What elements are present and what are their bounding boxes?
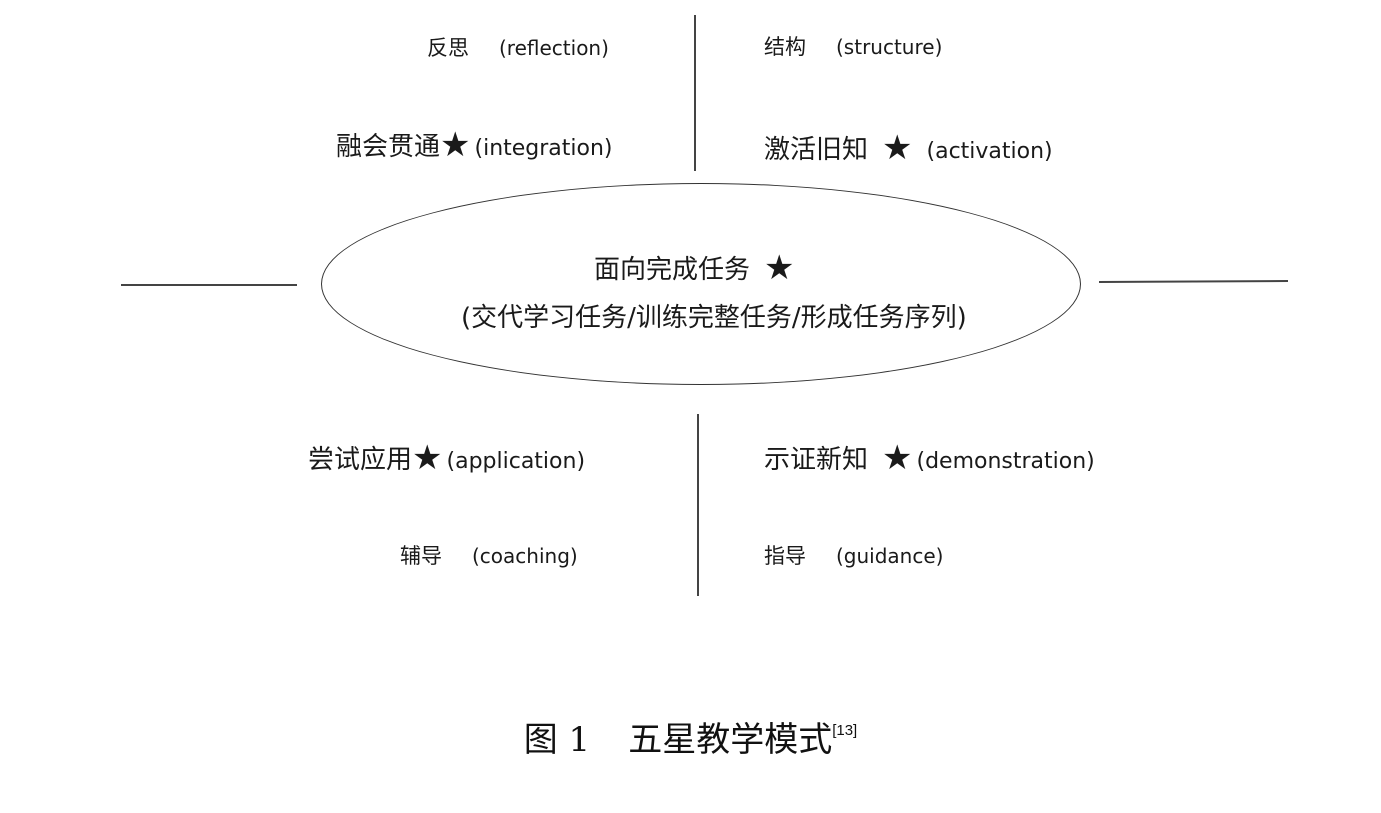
guidance-zh: 指导	[764, 544, 806, 568]
center-ellipse	[321, 183, 1081, 385]
demonstration-zh: 示证新知	[764, 445, 869, 475]
reflection-label: 反思 (reflection)	[427, 38, 609, 59]
activation-zh: 激活旧知	[764, 135, 869, 165]
application-label: 尝试应用★(application)	[308, 440, 586, 475]
center-star-icon: ★	[764, 248, 795, 288]
activation-en: (activation)	[926, 139, 1053, 164]
figure-citation: [13]	[832, 721, 858, 739]
left-horizontal-axis	[121, 284, 297, 286]
demonstration-star-icon: ★	[882, 438, 913, 478]
coaching-zh: 辅导	[400, 544, 442, 568]
reflection-zh: 反思	[427, 36, 469, 60]
structure-en: (structure)	[836, 35, 943, 59]
center-title: 面向完成任务	[594, 255, 751, 285]
structure-label: 结构 (structure)	[764, 37, 942, 58]
reflection-en: (reflection)	[499, 36, 609, 60]
right-horizontal-axis	[1098, 280, 1289, 283]
center-title-row: 面向完成任务 ★	[594, 250, 795, 285]
application-en: (application)	[446, 449, 586, 474]
figure-title: 五星教学模式	[628, 720, 833, 760]
bottom-vertical-axis	[697, 414, 699, 596]
integration-star-icon: ★	[440, 125, 471, 165]
demonstration-en: (demonstration)	[916, 449, 1095, 474]
figure-number: 图 1	[523, 720, 591, 760]
guidance-en: (guidance)	[836, 544, 944, 568]
activation-label: 激活旧知 ★ (activation)	[764, 130, 1053, 165]
integration-label: 融会贯通★(integration)	[336, 127, 613, 162]
demonstration-label: 示证新知 ★(demonstration)	[764, 440, 1095, 475]
application-zh: 尝试应用	[308, 445, 413, 475]
top-vertical-axis	[694, 15, 696, 171]
figure-caption: 图 1 五星教学模式[13]	[0, 712, 1381, 761]
integration-en: (integration)	[474, 136, 613, 161]
application-star-icon: ★	[412, 438, 443, 478]
guidance-label: 指导 (guidance)	[764, 546, 943, 567]
integration-zh: 融会贯通	[336, 132, 441, 162]
coaching-en: (coaching)	[472, 544, 578, 568]
coaching-label: 辅导 (coaching)	[400, 546, 578, 567]
center-subtitle: (交代学习任务/训练完整任务/形成任务序列)	[461, 303, 967, 333]
activation-star-icon: ★	[882, 128, 913, 168]
structure-zh: 结构	[764, 35, 806, 59]
